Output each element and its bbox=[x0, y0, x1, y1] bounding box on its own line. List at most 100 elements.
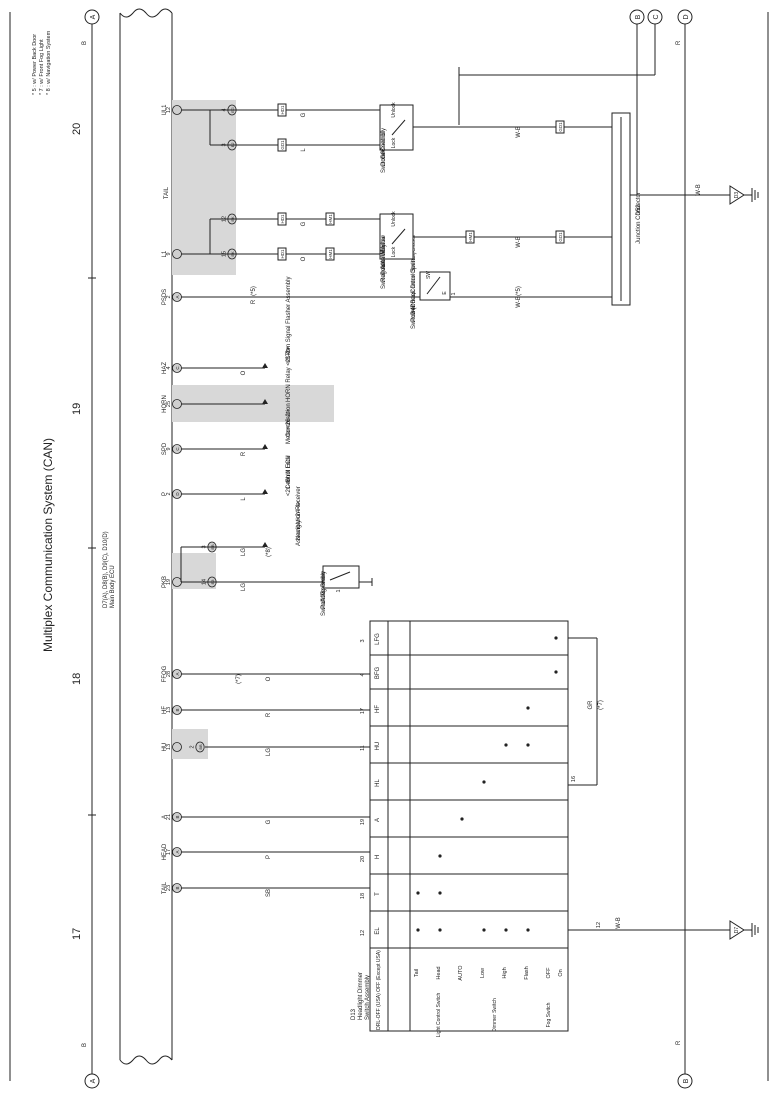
gd1-ground-inline bbox=[555, 230, 565, 244]
ecu-hf-pin-conn: B bbox=[175, 708, 180, 711]
parking-brake-code: A17 bbox=[321, 591, 327, 602]
wire-color-pkb: LG bbox=[241, 583, 247, 591]
back-door-e: E bbox=[442, 291, 448, 295]
junction-hu-oval bbox=[195, 741, 205, 753]
ecu-ffog-pin-number: 28 bbox=[166, 671, 172, 677]
switch-contact-dot bbox=[438, 891, 442, 895]
wire-gr-label: GR bbox=[588, 700, 594, 710]
dest-spd-2: Meter<26-2> bbox=[286, 409, 292, 444]
ecu-ul1-pin bbox=[172, 105, 182, 115]
back-door-switch bbox=[419, 271, 451, 301]
switch-contact-dot bbox=[526, 706, 530, 710]
ecu-hu-pin-number: 13 bbox=[166, 744, 172, 750]
frame-tag-right: B bbox=[82, 41, 88, 45]
switch-code: D13 bbox=[351, 1008, 357, 1020]
gd1-ul1-inline-label: GD1 bbox=[280, 140, 285, 150]
note-5: * 5 : w/ Power Back Door bbox=[32, 34, 38, 95]
wire-dc-wb: W-B bbox=[516, 126, 522, 138]
gray-area-lock bbox=[172, 100, 236, 275]
hm1-l1b-inline-label: HM1 bbox=[328, 214, 333, 224]
note-7: * 7 : w/ Front Fog Light bbox=[39, 39, 45, 95]
terminal-label-psds: PSDS bbox=[162, 289, 168, 305]
switch-contact-dot bbox=[438, 928, 442, 932]
switch-el-pin: 12 bbox=[596, 922, 602, 928]
parking-brake-name-1: Parking Brake bbox=[321, 571, 327, 609]
power-window-name-1: Power Window bbox=[381, 234, 387, 275]
nav-note: (*8) bbox=[266, 547, 272, 557]
hm1-ground-inline bbox=[465, 230, 475, 244]
ecu-psds-pin-number: 2 bbox=[166, 295, 172, 298]
offpage-r-top: R bbox=[676, 40, 682, 45]
wire-color-nav: LG bbox=[241, 548, 247, 556]
switch-pin-t: 18 bbox=[360, 893, 366, 899]
nav-dest-1: Navigation Receiver bbox=[296, 486, 302, 540]
hm1-l1b-inline bbox=[325, 212, 335, 226]
frame-circle-right-label: A bbox=[90, 14, 97, 19]
switch-row-5: Flash bbox=[524, 966, 530, 979]
switch-group-dimmer: Dimmer Switch bbox=[492, 998, 498, 1032]
terminal-label-hf: HF bbox=[162, 706, 168, 714]
ecu-head-pin-number: 17 bbox=[166, 849, 172, 855]
switch-pin-lfg: 3 bbox=[360, 639, 366, 642]
wire-color-psds: R bbox=[251, 299, 257, 304]
wire-back-door-wb: W-B bbox=[516, 296, 522, 308]
wire-color-a: G bbox=[266, 819, 272, 824]
power-window-lock: Lock bbox=[391, 246, 397, 257]
wire-gr-note: (*7) bbox=[598, 700, 604, 710]
ecu-name-2: Main Body ECU bbox=[110, 565, 116, 608]
gd1-door-inline bbox=[555, 120, 565, 134]
power-window-unlock: Unlock bbox=[391, 211, 397, 227]
switch-contact-dot bbox=[526, 743, 530, 747]
offpage-c-label: C bbox=[653, 14, 660, 19]
hm1-l1-inline-label: HM1 bbox=[328, 249, 333, 259]
ecu-a-pin-number: 21 bbox=[166, 814, 172, 820]
offpage-b-label: B bbox=[635, 14, 642, 19]
hd1-ul1-inline-label: HD1 bbox=[280, 105, 285, 114]
parking-brake-name-2: Switch Assembly bbox=[321, 571, 327, 616]
ecu-spd-pin-number: 9 bbox=[166, 447, 172, 450]
switch-col-lfg: LFG bbox=[375, 633, 381, 645]
p-arrow bbox=[262, 489, 268, 494]
dest-p-2: Control ECU bbox=[286, 455, 292, 489]
ecu-tail-pin-conn: B bbox=[175, 886, 180, 889]
switch-contact-dot bbox=[482, 780, 486, 784]
terminal-label-p: P bbox=[162, 492, 168, 496]
parking-brake-pin: 1 bbox=[336, 589, 342, 592]
hd1-l1-inline-label: HD1 bbox=[280, 249, 285, 258]
junction-hu-oval-conn: BB bbox=[198, 744, 203, 750]
power-window-code: M1 bbox=[381, 259, 387, 268]
switch-pin-hf: 17 bbox=[360, 708, 366, 714]
wire-color-tail: SB bbox=[266, 889, 272, 897]
dest-p-1: Shift Lock bbox=[286, 455, 292, 482]
ecu-pkb-pin-number: 19 bbox=[166, 579, 172, 585]
spd-arrow bbox=[262, 444, 268, 449]
switch-contact-dot bbox=[482, 928, 486, 932]
wire-color-hu: LG bbox=[266, 748, 272, 756]
wire-color-ul1-g: G bbox=[301, 112, 307, 117]
switch-row-2: AUTO bbox=[458, 965, 464, 981]
wire-el-wb: W-B bbox=[616, 917, 622, 929]
switch-group-fog: Fog Switch bbox=[546, 1002, 552, 1027]
terminal-label-tail: TAIL bbox=[162, 881, 168, 894]
ecu-tail-pin-number: 23 bbox=[166, 885, 172, 891]
switch-contact-dot bbox=[460, 817, 464, 821]
ecu-terminals: TAIL bbox=[164, 186, 170, 199]
switch-col-t: T bbox=[375, 892, 381, 896]
terminal-label-spd: SPD bbox=[162, 442, 168, 455]
hm1-ground-inline-label: HM1 bbox=[468, 232, 473, 242]
wire-pw-wb: W-B bbox=[516, 236, 522, 248]
hd1-l1-inline bbox=[277, 247, 287, 261]
switch-pin-h: 20 bbox=[360, 856, 366, 862]
gray-area-pkb bbox=[172, 553, 216, 589]
nav-dest-2: Assembly<24-4> bbox=[296, 500, 302, 546]
door-control-name-2: Switch Assembly bbox=[381, 128, 387, 173]
ecu-haz-pin-conn: C bbox=[175, 366, 180, 370]
ecu-head-pin-conn: A bbox=[175, 850, 180, 853]
switch-col-hl: HL bbox=[375, 779, 381, 787]
wire-color-haz: O bbox=[241, 370, 247, 375]
ecu-hf-pin-number: 13 bbox=[166, 707, 172, 713]
door-control-unlock: Unlock bbox=[391, 102, 397, 118]
switch-row-3: Low bbox=[480, 968, 486, 978]
switch-col-a: A bbox=[375, 818, 381, 822]
